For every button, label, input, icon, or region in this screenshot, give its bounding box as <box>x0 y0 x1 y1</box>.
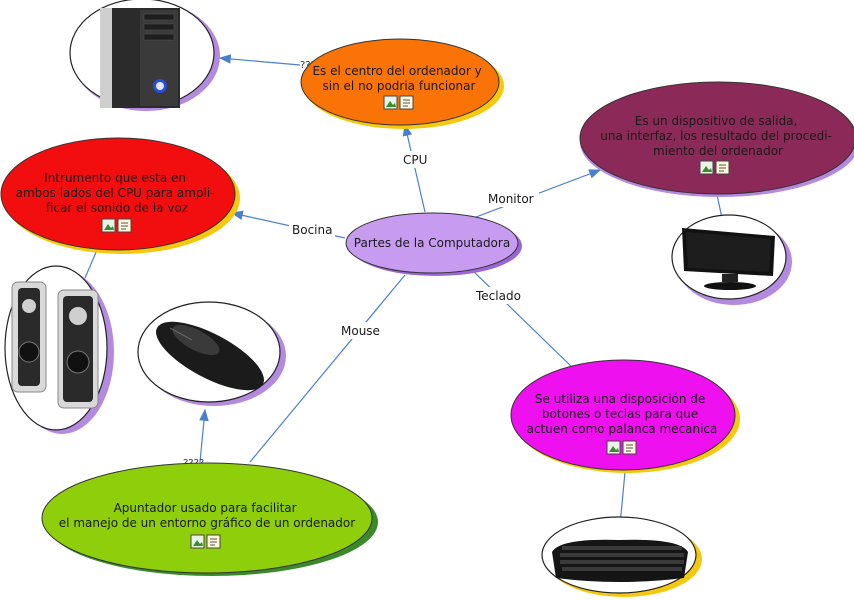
center-node[interactable]: Partes de la Computadora <box>345 212 522 276</box>
link-label-monitor: Monitor <box>488 192 534 206</box>
note-icon[interactable] <box>715 160 730 175</box>
link-label-bocina: Bocina <box>292 223 332 237</box>
note-icon[interactable] <box>206 534 221 549</box>
link-label-mouse: Mouse <box>341 324 380 338</box>
mouse-text: Apuntador usado para facilitar el manejo… <box>59 501 355 530</box>
mouse-image-node[interactable] <box>137 301 286 406</box>
link-label-cpu: CPU <box>403 153 427 167</box>
link-mouse <box>249 274 406 463</box>
image-icon[interactable] <box>606 440 621 455</box>
note-icon[interactable] <box>622 440 637 455</box>
link-bocina-image <box>84 249 98 279</box>
link-teclado <box>469 267 576 371</box>
link-mouse-image <box>199 408 209 463</box>
monitor-node[interactable]: Es un dispositivo de salida, una interfa… <box>579 81 854 197</box>
link-labels: CPU Monitor Bocina Mouse Teclado ??? ???… <box>183 60 539 469</box>
image-icon[interactable] <box>383 95 398 110</box>
teclado-text: Se utiliza una disposición de botones o … <box>527 392 718 436</box>
bocina-text: Intrumento que esta en ambos lados del C… <box>16 171 219 215</box>
monitor-text: Es un dispositivo de salida, una interfa… <box>600 114 836 158</box>
monitor-image-node[interactable] <box>671 214 792 305</box>
link-monitor-image <box>716 194 723 219</box>
note-icon[interactable] <box>117 218 132 233</box>
mouse-node[interactable]: Apuntador usado para facilitar el manejo… <box>41 462 378 576</box>
link-teclado-image <box>619 471 626 526</box>
keyboard-icon <box>552 539 688 582</box>
link-label-teclado: Teclado <box>475 289 521 303</box>
bocina-node[interactable]: Intrumento que esta en ambos lados del C… <box>0 137 240 254</box>
image-icon[interactable] <box>101 218 116 233</box>
cpu-node[interactable]: Es el centro del ordenador y sin el no p… <box>300 38 504 129</box>
cpu-image-node[interactable] <box>69 0 220 111</box>
computer-tower-icon <box>100 8 180 108</box>
keyboard-image-node[interactable] <box>541 516 702 597</box>
speakers-image-node[interactable] <box>4 265 114 434</box>
mouse-icon <box>156 321 264 391</box>
speaker-icon <box>11 281 99 409</box>
cpu-text: Es el centro del ordenador y sin el no p… <box>312 64 485 93</box>
teclado-node[interactable]: Se utiliza una disposición de botones o … <box>510 359 740 473</box>
center-title: Partes de la Computadora <box>354 236 510 250</box>
note-icon[interactable] <box>399 95 414 110</box>
monitor-icon <box>682 228 775 290</box>
image-icon[interactable] <box>699 160 714 175</box>
image-icon[interactable] <box>190 534 205 549</box>
link-cpu <box>402 123 426 213</box>
link-cpu-image <box>218 54 301 66</box>
